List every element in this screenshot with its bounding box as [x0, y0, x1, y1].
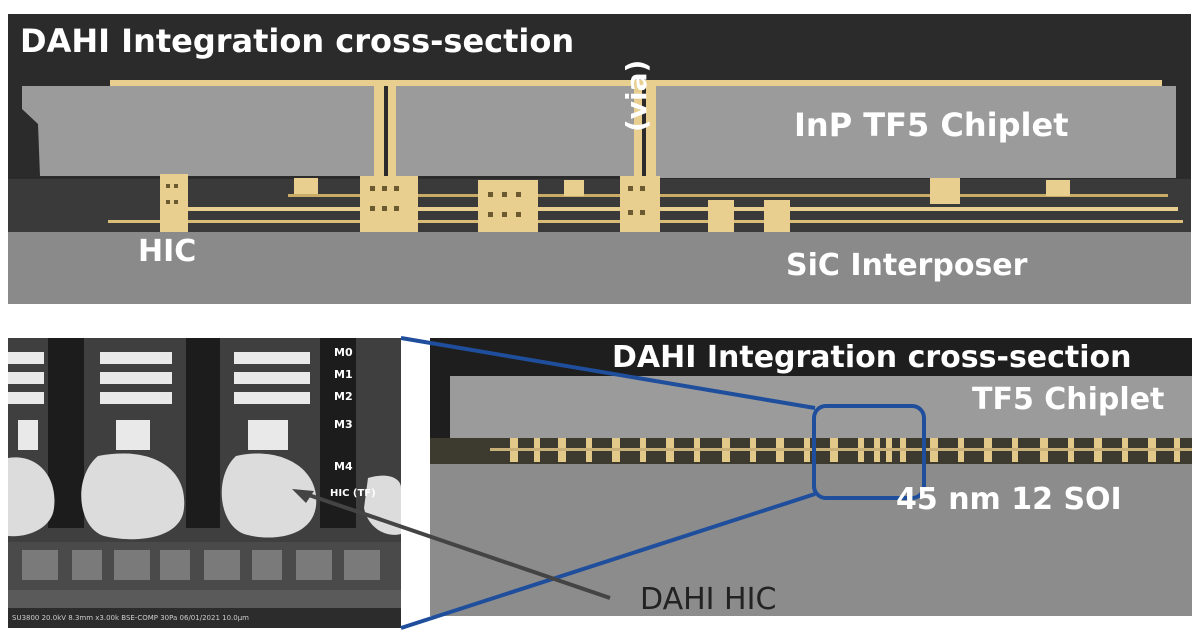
zoom-box-outline [812, 404, 926, 500]
chiplet-body-middle [396, 86, 634, 176]
process-node-label: 45 nm 12 SOI [896, 482, 1122, 517]
hic-pillar [360, 176, 418, 232]
sic-interposer-label: SiC Interposer [786, 248, 1028, 283]
hic-bumps [8, 453, 401, 540]
via-label: (via) [620, 59, 653, 132]
through-via-3 [634, 80, 642, 180]
hic-pillar [478, 180, 538, 232]
sem-layer-label-m2: M2 [334, 390, 353, 403]
through-via-2 [388, 80, 396, 180]
metal-stack-grid [8, 352, 310, 450]
dahi-hic-callout-label: DAHI HIC [640, 582, 777, 617]
through-via-4 [646, 80, 656, 180]
sem-footer-text: SU3800 20.0kV 8.3mm x3.00k BSE-COMP 30Pa… [12, 614, 249, 622]
right-cross-section-panel: DAHI Integration cross-section TF5 Chipl… [430, 338, 1192, 616]
sem-zoom-panel: M0 M1 M2 M3 M4 HIC (TF) SU3800 20.0kV 8.… [8, 338, 401, 628]
right-cross-section-drawing [430, 338, 1192, 616]
sic-interposer-region [8, 232, 1191, 304]
chiplet-body-right [654, 86, 1176, 178]
top-cross-section-drawing [8, 14, 1191, 304]
sem-layer-label-m3: M3 [334, 418, 353, 431]
sem-layer-label-m4: M4 [334, 460, 353, 473]
metal-line-top [288, 194, 1168, 197]
hic-pillar [564, 180, 584, 196]
through-via-1 [374, 80, 384, 180]
hic-label: HIC [138, 234, 197, 269]
chiplet-body-left [22, 86, 376, 176]
top-title: DAHI Integration cross-section [20, 22, 575, 60]
hic-pillar [930, 178, 960, 204]
sem-image-drawing [8, 338, 401, 628]
tf5-chiplet-label: TF5 Chiplet [972, 382, 1165, 417]
hic-pillars [160, 174, 1070, 232]
hic-pillar [620, 176, 660, 232]
sem-layer-label-hic: HIC (TF) [330, 488, 376, 499]
metal-line-upper [188, 207, 1178, 211]
hic-pillar [1046, 180, 1070, 196]
hic-pillar [708, 200, 734, 232]
hic-pillar [294, 178, 318, 194]
bond-layer-band [8, 179, 1191, 232]
sem-layer-label-m0: M0 [334, 346, 353, 359]
inp-chiplet-label: InP TF5 Chiplet [794, 106, 1069, 144]
right-metal-line [490, 448, 1192, 451]
right-title: DAHI Integration cross-section [612, 340, 1132, 375]
pillar-texture [166, 184, 645, 217]
sem-layer-label-m1: M1 [334, 368, 353, 381]
hic-pillar [764, 200, 790, 232]
top-cross-section-panel: DAHI Integration cross-section InP TF5 C… [8, 14, 1191, 304]
